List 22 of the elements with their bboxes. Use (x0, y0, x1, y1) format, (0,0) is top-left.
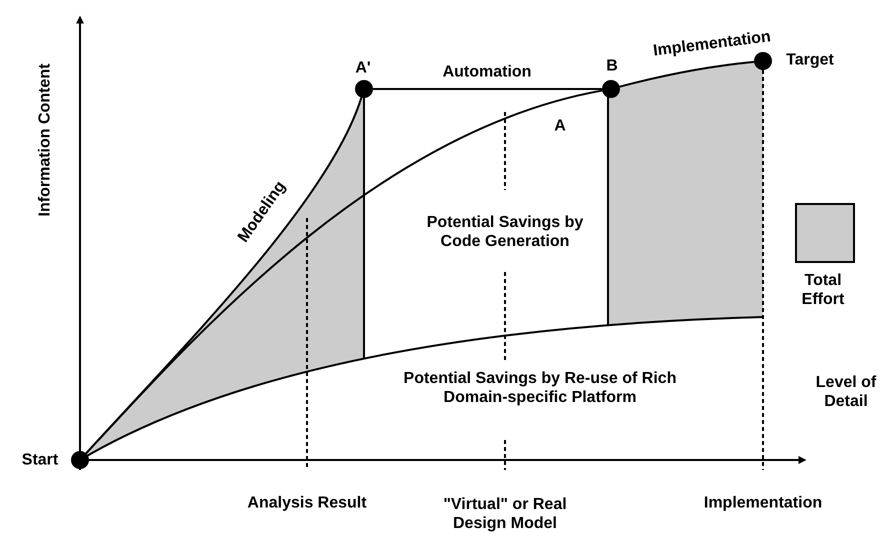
point-marker (355, 80, 373, 98)
point-marker (71, 451, 89, 469)
curve (619, 60, 754, 88)
annotation: "Virtual" or Real Design Model (442, 494, 568, 534)
point-label: A' (355, 58, 371, 78)
annotation: Implementation (704, 493, 822, 513)
edge-label: Implementation (652, 27, 772, 61)
annotation: Level of Detail (814, 372, 878, 412)
point-label: Start (22, 450, 58, 470)
annotation: Potential Savings by Re-use of Rich Domain-specific Platform (402, 368, 678, 408)
annotation: Analysis Result (247, 493, 367, 513)
curve (373, 88, 602, 90)
curve (85, 90, 602, 454)
legend-label: Total Effort (800, 270, 846, 310)
edge-label: Automation (442, 62, 532, 82)
point-marker (602, 80, 620, 98)
point-label: Target (786, 50, 834, 70)
annotation: Potential Savings by Code Generation (426, 212, 584, 252)
point-label: B (606, 56, 618, 76)
annotation: A (554, 116, 566, 136)
curve (85, 97, 362, 454)
axis-title: Information Content (35, 64, 54, 216)
